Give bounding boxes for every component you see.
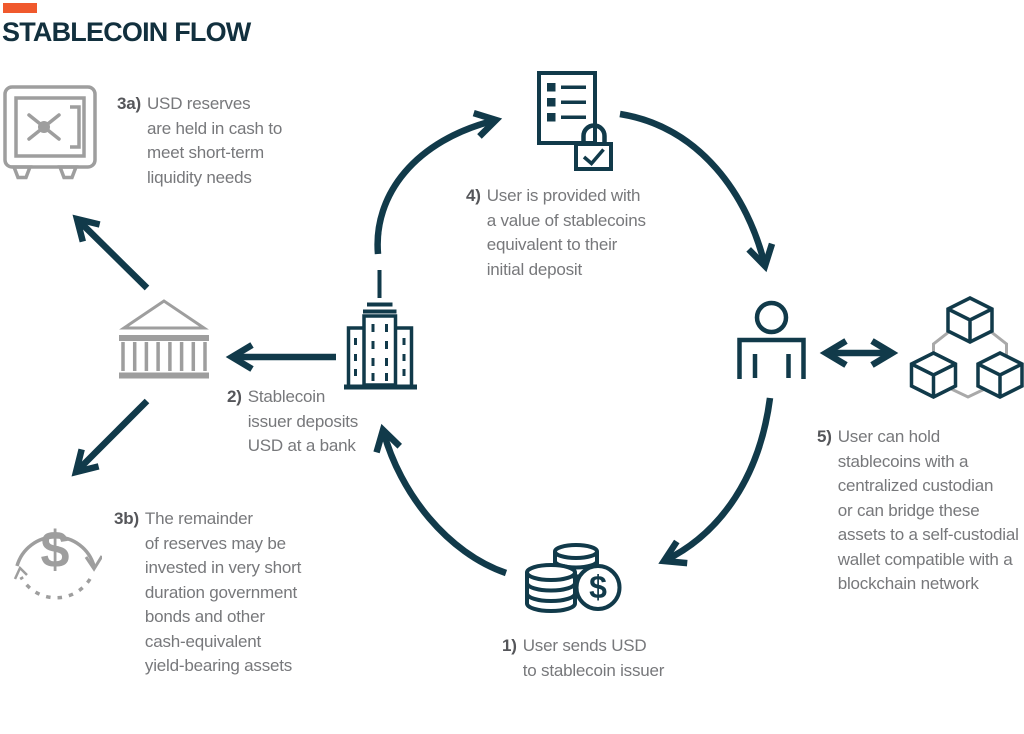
arrow-stablecoins-to-user — [619, 110, 776, 273]
arrow-issuer-to-stablecoins — [374, 110, 503, 255]
safe-vault-icon — [3, 85, 98, 180]
step-1-number: 1) — [502, 636, 517, 655]
blockchain-cubes-icon — [902, 288, 1024, 400]
step-4-number: 4) — [466, 186, 481, 205]
arrow-usd-to-issuer — [373, 423, 508, 577]
step-1-label: 1) User sends USD to stablecoin issuer — [502, 634, 664, 683]
arrow-user-to-usd — [658, 397, 774, 567]
step-4-label: 4) User is provided with a value of stab… — [466, 184, 646, 282]
step-1-text: User sends USD to stablecoin issuer — [522, 636, 665, 680]
step-2-number: 2) — [227, 387, 242, 406]
reserve-dollar-glyph: $ — [41, 521, 70, 579]
dollar-recycle-icon: $ — [7, 503, 102, 603]
step-3a-number: 3a) — [117, 94, 141, 113]
issuer-skyscraper-icon — [343, 268, 418, 390]
page-title: STABLECOIN FLOW — [2, 17, 251, 47]
step-3a-label: 3a) USD reserves are held in cash to mee… — [117, 92, 282, 190]
accent-bar — [3, 3, 37, 13]
arrow-bank-to-vault — [72, 214, 150, 291]
step-3b-text: The remainder of reserves may be investe… — [144, 509, 302, 675]
step-4-text: User is provided with a value of stablec… — [486, 186, 646, 279]
step-3a-text: USD reserves are held in cash to meet sh… — [146, 94, 283, 187]
arrow-bank-to-reserves — [71, 398, 150, 477]
step-3b-label: 3b) The remainder of reserves may be inv… — [114, 507, 301, 679]
bank-building-icon — [117, 298, 211, 382]
step-5-number: 5) — [817, 427, 832, 446]
step-3b-number: 3b) — [114, 509, 139, 528]
coins-dollar-icon: $ — [521, 539, 625, 629]
step-2-text: Stablecoin issuer deposits USD at a bank — [247, 387, 359, 455]
coin-dollar-glyph: $ — [589, 569, 607, 605]
step-5-label: 5) User can hold stablecoins with a cent… — [817, 425, 1019, 597]
step-5-text: User can hold stablecoins with a central… — [837, 427, 1019, 593]
document-checklist-lock-icon — [536, 70, 618, 172]
person-icon — [735, 296, 807, 398]
step-2-label: 2) Stablecoin issuer deposits USD at a b… — [227, 385, 358, 459]
